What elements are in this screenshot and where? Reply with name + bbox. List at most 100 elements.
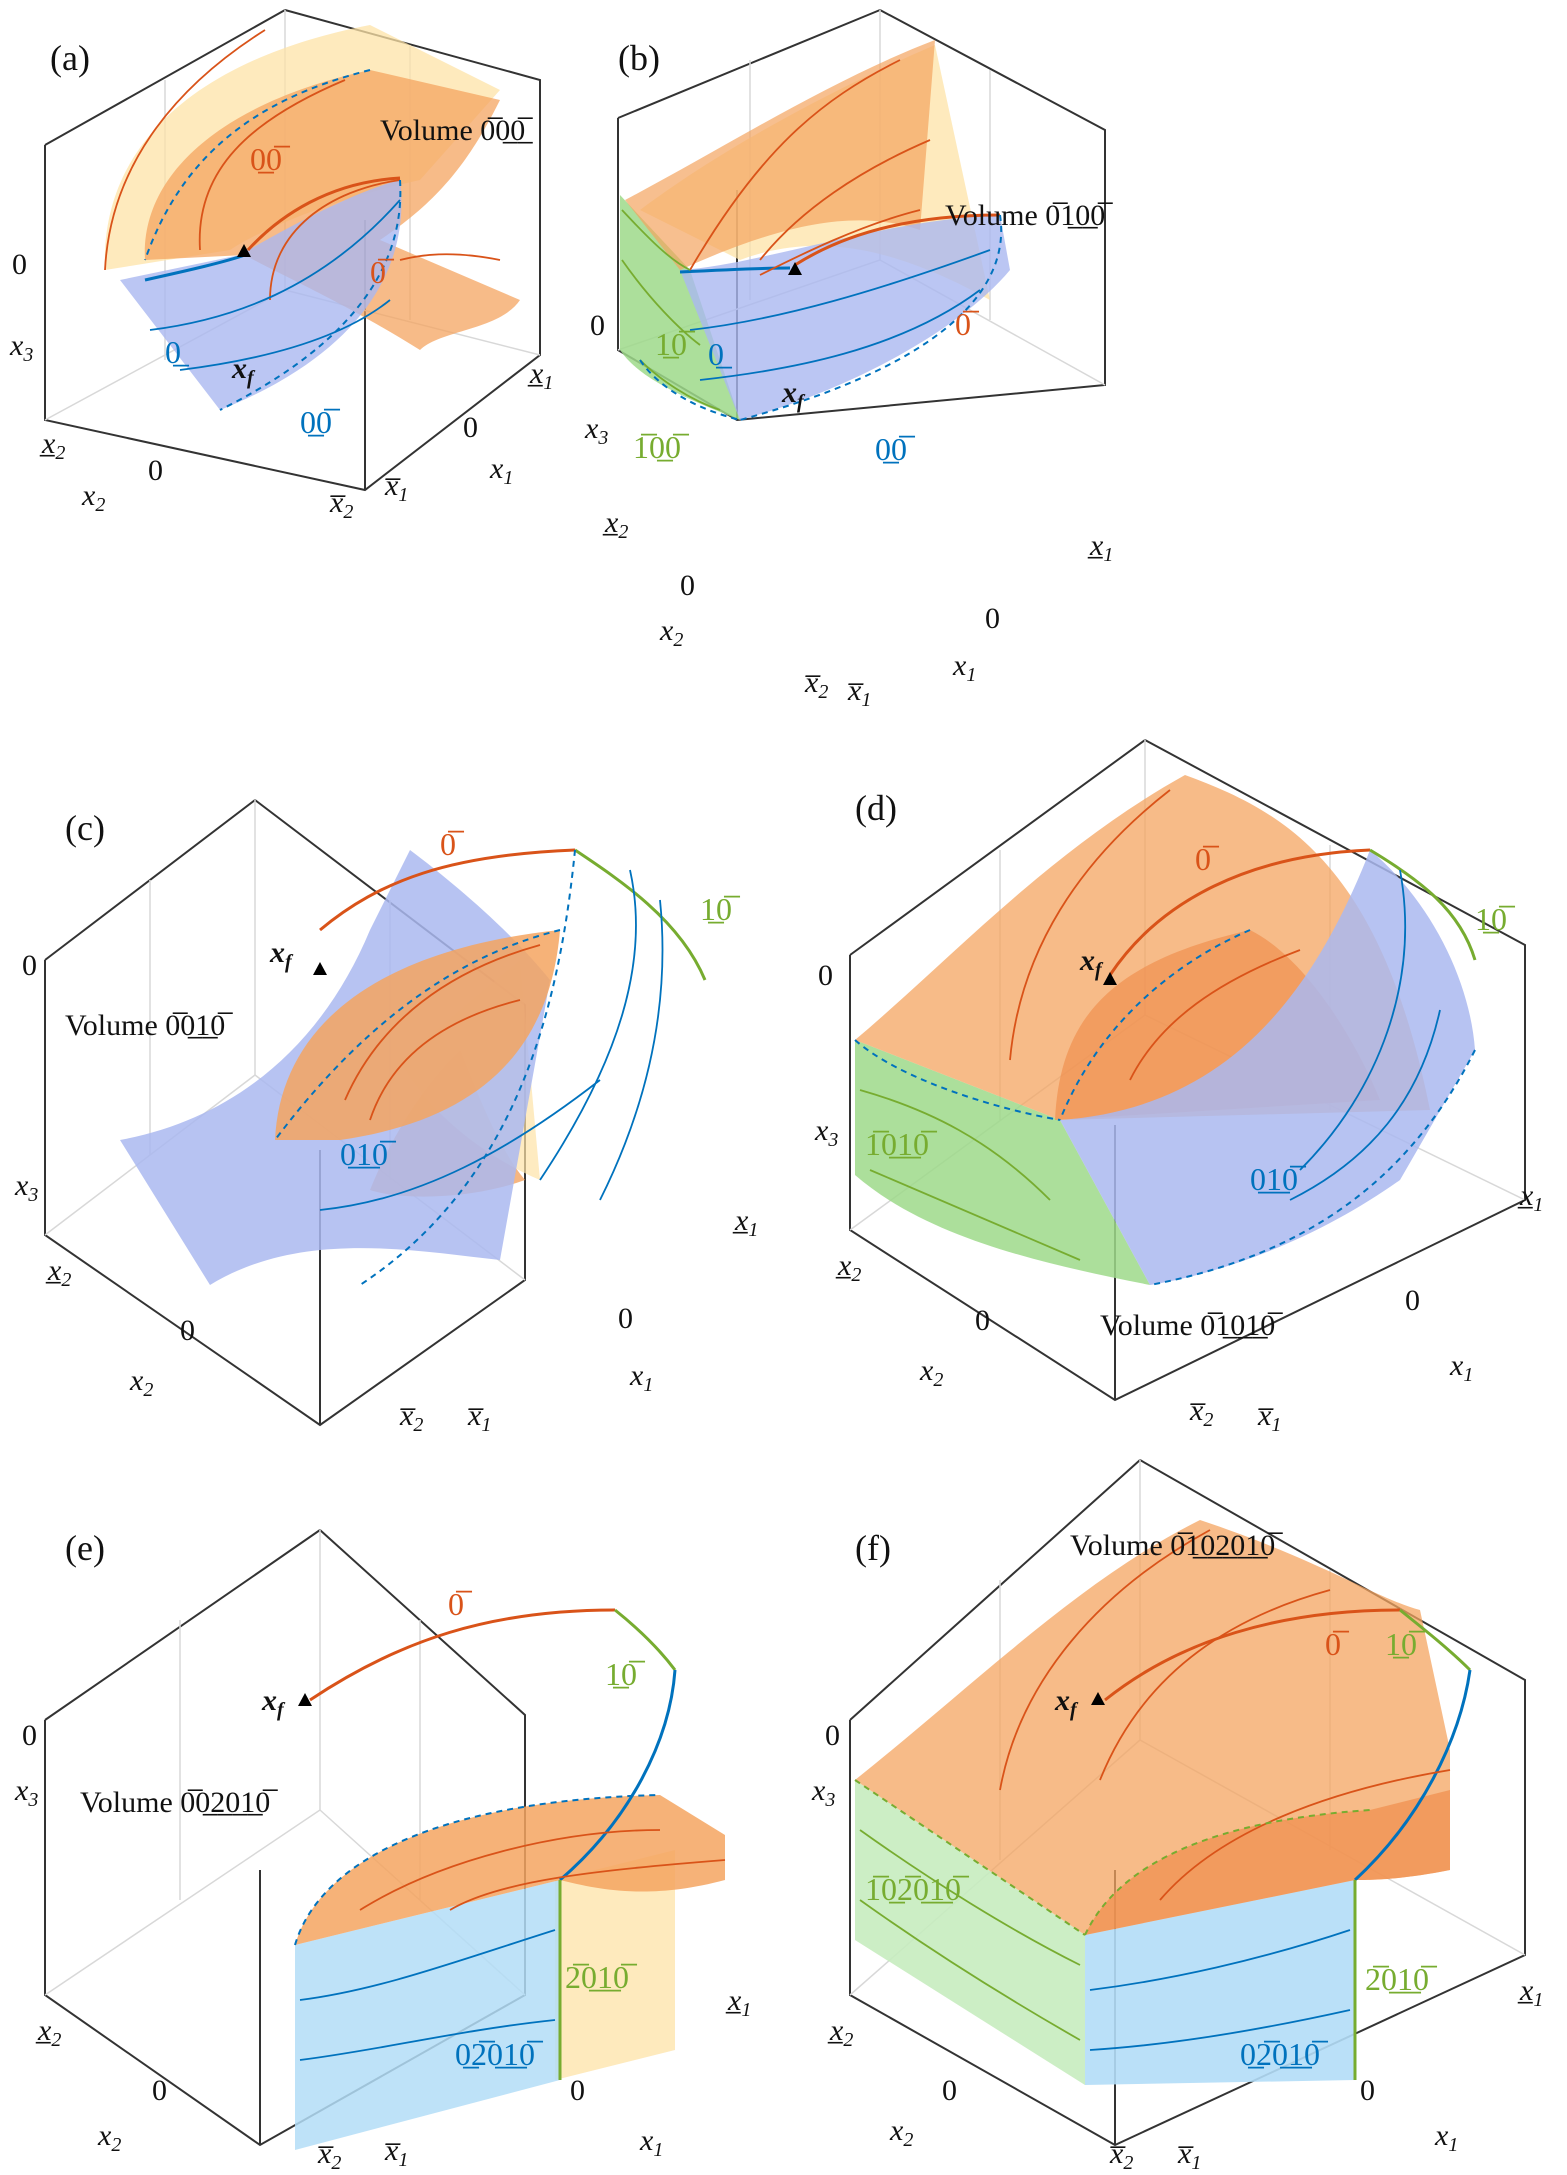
tick-label: x̅1 <box>467 1399 491 1436</box>
tick-label: 0 <box>985 602 1000 635</box>
tick-label: 0 <box>818 959 833 992</box>
region-code: 1̲0̅ <box>1475 901 1516 937</box>
tick-label: x̅2 <box>804 666 828 703</box>
volume-label: Volume 0̅1̲0̲0̅ <box>945 199 1113 232</box>
orange-trajectories-thin <box>344 944 541 1121</box>
panel-c: (c) Volume 0̅0̲1̲0̅ 0̅ 1̲0̅ 0̲1̲0̅ xf 0 … <box>14 799 759 1436</box>
blue-trajectories-thin <box>1089 1929 1351 2051</box>
panel-label: (a) <box>50 38 90 78</box>
volume-label: Volume 0̅0̲2̲0̲1̲0̅ <box>80 1786 278 1819</box>
xf-label: xf <box>1054 1684 1079 1721</box>
tick-label: 0 <box>152 2074 167 2107</box>
tick-label: x̲1 <box>1517 1179 1544 1216</box>
axis-label-x1: x1 <box>489 452 513 489</box>
tick-label: 0 <box>1405 1284 1420 1317</box>
dashed-boundaries <box>144 69 402 411</box>
panel-f: (f) Volume 0̅1̲0̲2̲0̲1̲0̅ 0̅ 1̲0̅ 1̅0̲2̅… <box>811 1459 1544 2174</box>
green-edge <box>1399 1608 1472 1672</box>
region-code: 1̲0̅ <box>700 891 741 927</box>
volume-label: Volume 0̅0̲0̲̅ <box>380 114 533 147</box>
xf-marker <box>1091 1692 1105 1705</box>
volume-label: Volume 0̅1̲0̲1̲0̅ <box>1100 1309 1283 1342</box>
region-code: 0̲2̅0̲1̲0̅ <box>455 2036 544 2072</box>
blue-trajectory <box>144 253 246 282</box>
orange-trajectories-thin <box>1009 789 1301 1081</box>
xf-label: xf <box>231 352 256 389</box>
region-code: 1̲0̅ <box>605 1656 646 1692</box>
axis-label-x3: x3 <box>9 329 33 366</box>
blue-trajectories-thin <box>1289 869 1441 1201</box>
tick-label: x̅1 <box>384 469 408 506</box>
tick-label: x̅2 <box>317 2137 341 2174</box>
green-trajectories-thin <box>859 1089 1081 1261</box>
tick-label: x̲2 <box>602 506 629 543</box>
tick-label: x̅2 <box>399 1399 423 1436</box>
blue-surface <box>1060 850 1475 1285</box>
axis-label-x1: x1 <box>639 2124 663 2161</box>
tick-label: x̅1 <box>1177 2137 1201 2174</box>
yellow-surface <box>555 1850 675 2080</box>
tick-label: x̲2 <box>39 427 66 464</box>
axis-label-x2: x2 <box>97 2119 121 2156</box>
tick-label: x̲2 <box>45 1254 72 1291</box>
xf-marker <box>788 262 802 275</box>
axis-label-x3: x3 <box>584 412 608 449</box>
volume-label: Volume 0̅1̲0̲2̲0̲1̲0̅ <box>1070 1529 1283 1562</box>
orange-trajectories-thin <box>104 29 501 301</box>
tick-label: 0 <box>975 1304 990 1337</box>
axis-label-x2: x2 <box>889 2114 913 2151</box>
tick-label: 0 <box>180 1314 195 1347</box>
green-surface <box>620 195 740 420</box>
panel-label: (b) <box>618 38 660 78</box>
green-trajectories-thin <box>621 209 721 411</box>
region-code: 2̅0̲1̲0̅ <box>565 1959 638 1995</box>
xf-label: xf <box>269 936 294 973</box>
panel-label: (f) <box>855 1528 891 1568</box>
tick-label: x̲1 <box>732 1204 759 1241</box>
dashed-boundaries <box>639 214 1003 421</box>
axis-label-x1: x1 <box>629 1359 653 1396</box>
tick-label: x̅1 <box>1257 1399 1281 1436</box>
axis-label-x3: x3 <box>811 1774 835 1811</box>
green-trajectories-thin <box>859 1829 1081 2041</box>
dashed-boundaries <box>854 1779 1371 1936</box>
orange-inner <box>1085 1790 1450 1935</box>
dashed-boundaries <box>294 1794 661 1946</box>
tick-label: x̅2 <box>329 486 353 523</box>
orange-trajectory <box>319 848 576 932</box>
tick-label: 0 <box>463 411 478 444</box>
tick-label: 0 <box>148 454 163 487</box>
tick-label: x̲1 <box>1517 1974 1544 2011</box>
tick-label: 0 <box>22 1719 37 1752</box>
axis-label-x3: x3 <box>14 1169 38 1206</box>
xf-marker <box>237 244 251 257</box>
orange-trajectory <box>1108 848 1371 976</box>
orange-surface <box>625 40 935 270</box>
blue-trajectories-thin <box>689 249 991 381</box>
axis-label-x1: x1 <box>1434 2119 1458 2156</box>
tick-label: 0 <box>1360 2074 1375 2107</box>
axis-label-x3: x3 <box>14 1774 38 1811</box>
tick-label: 0 <box>618 1302 633 1335</box>
panel-label: (e) <box>65 1528 105 1568</box>
xf-marker <box>298 1693 312 1706</box>
axis-label-x2: x2 <box>919 1354 943 1391</box>
xf-marker <box>1103 972 1117 985</box>
tick-label: x̲1 <box>725 1984 752 2021</box>
green-edge <box>614 1608 677 1671</box>
orange-trajectories-thin <box>999 1529 1451 1901</box>
green-edge <box>574 848 707 981</box>
panel-b: (b) Volume 0̅1̲0̲0̅ 1̲0̅ 1̅0̲0̅ 0̲ 0̅ 0̲… <box>584 9 1114 711</box>
region-code: 0̅ <box>955 306 980 342</box>
tick-label: x̲1 <box>1087 529 1114 566</box>
tick-label: 0 <box>590 309 605 342</box>
region-code: 1̅0̲0̅ <box>633 429 690 465</box>
blue-trajectories-thin <box>299 1929 556 2061</box>
blue-trajectories-thin <box>149 199 401 371</box>
axis-label-x3: x3 <box>814 1114 838 1151</box>
region-code: 0̲0̅ <box>875 431 916 467</box>
tick-label: 0 <box>825 1719 840 1752</box>
tick-label: 0 <box>22 949 37 982</box>
tick-label: 0 <box>570 2074 585 2107</box>
xf-label: xf <box>781 376 806 413</box>
